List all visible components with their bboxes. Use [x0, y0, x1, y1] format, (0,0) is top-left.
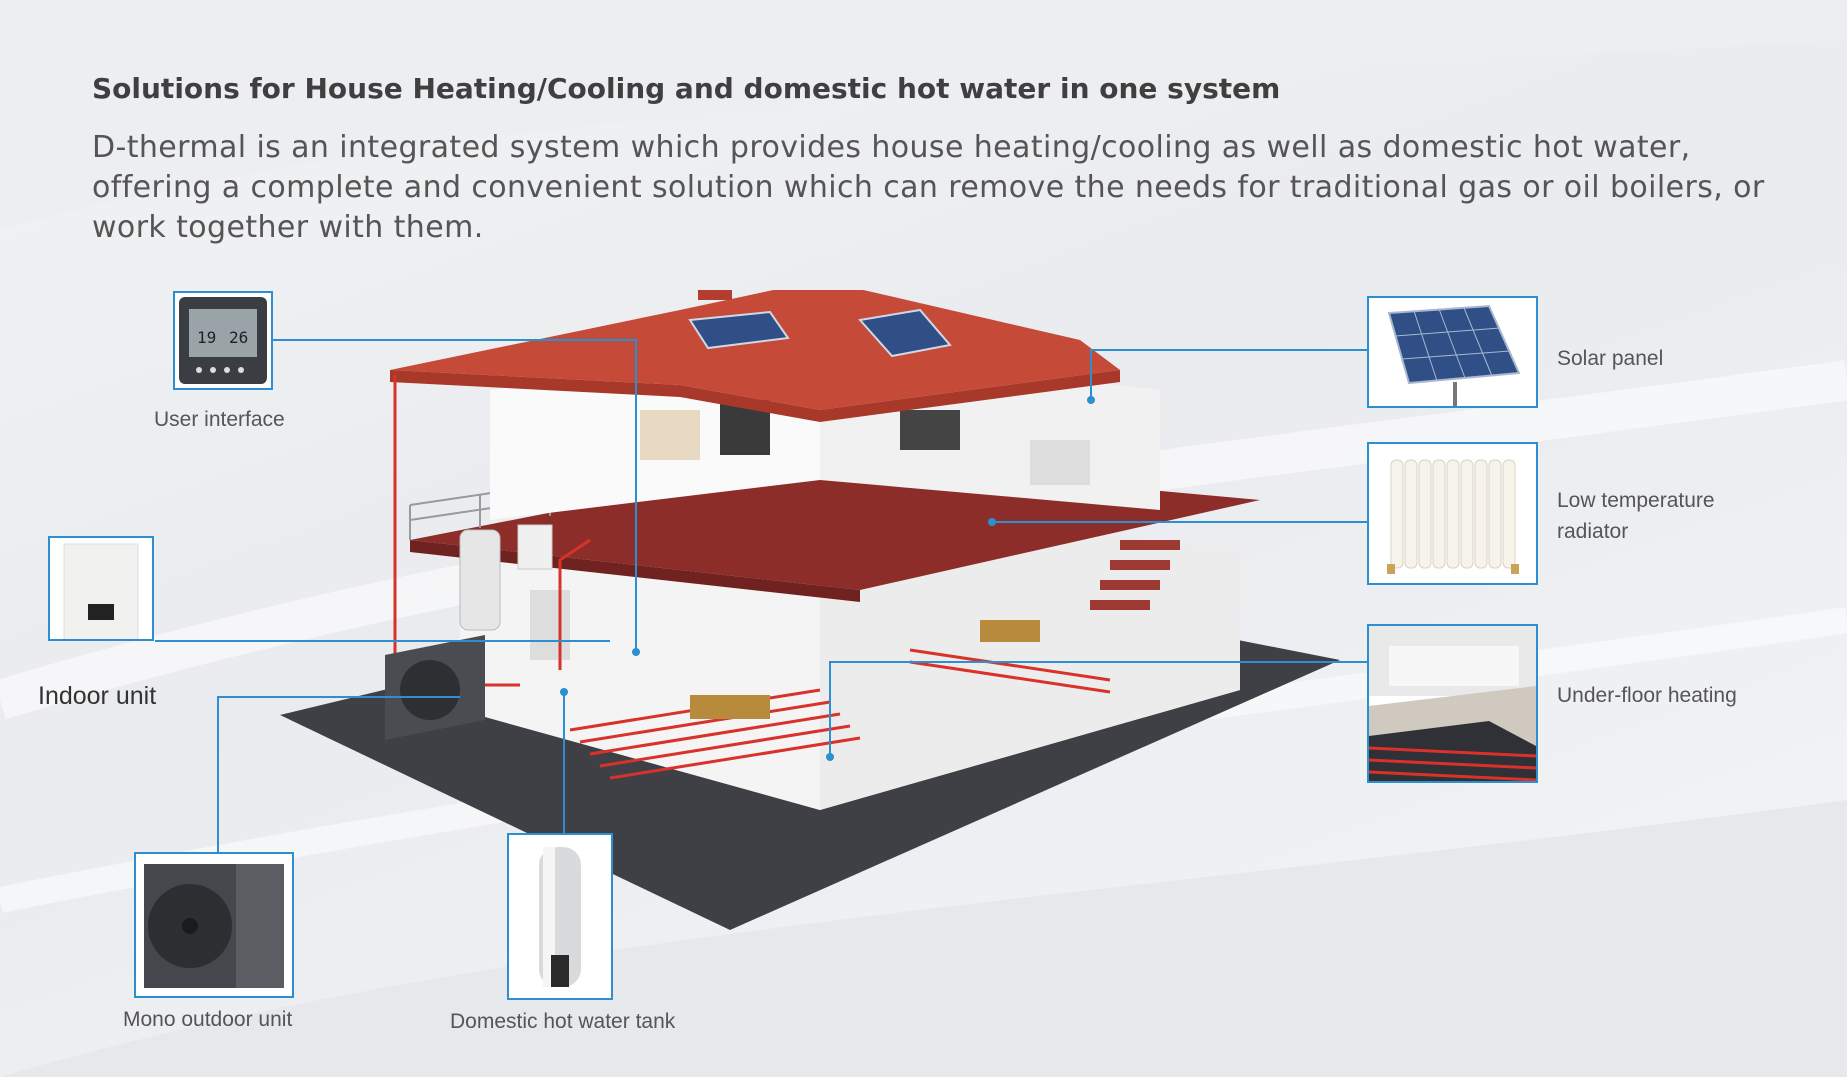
solar-panel-thumbnail [1367, 296, 1538, 408]
underfloor-heating-thumbnail [1367, 624, 1538, 783]
user-interface-thumbnail: 19 26 [173, 291, 273, 390]
radiator-thumbnail [1367, 442, 1538, 585]
hot-water-tank-label: Domestic hot water tank [450, 1010, 676, 1033]
thermostat-right-reading: 26 [229, 328, 248, 347]
indoor-unit-label: Indoor unit [38, 682, 157, 710]
house-hot-water-tank [459, 529, 501, 631]
roof-solar-panel-right [858, 308, 952, 358]
page-description: D-thermal is an integrated system which … [92, 130, 1765, 245]
user-interface-label: User interface [154, 408, 285, 431]
underfloor-heating-label: Under-floor heating [1557, 684, 1737, 707]
chimney [698, 290, 732, 300]
indoor-unit-thumbnail [48, 536, 154, 641]
hot-water-tank-thumbnail [507, 833, 613, 1000]
page-title: Solutions for House Heating/Cooling and … [92, 72, 1281, 105]
house-illustration [280, 290, 1340, 930]
house-indoor-unit [517, 524, 553, 570]
radiator-label-line1: Low temperature [1557, 489, 1715, 512]
mono-outdoor-unit-thumbnail [134, 852, 294, 998]
solar-panel-label: Solar panel [1557, 347, 1664, 370]
radiator-label-line2: radiator [1557, 520, 1629, 543]
roof-solar-panel-left [688, 310, 790, 350]
mono-outdoor-unit-label: Mono outdoor unit [123, 1008, 293, 1031]
roof [390, 290, 1120, 410]
thermostat-left-reading: 19 [197, 328, 216, 347]
